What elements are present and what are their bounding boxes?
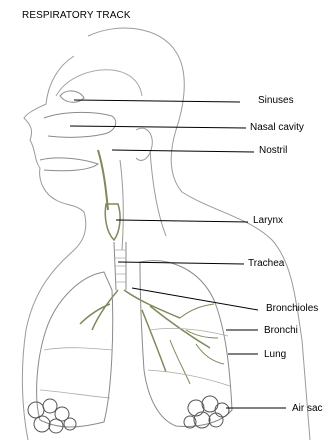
right-lung (140, 261, 232, 427)
skull-inner (56, 70, 142, 96)
neck-back (150, 150, 166, 236)
label-air-sac: Air sac (292, 403, 323, 415)
pharynx (98, 150, 108, 210)
air-sac-cluster-left (28, 399, 76, 433)
leader-nostril (112, 150, 254, 152)
label-nostril: Nostril (259, 145, 287, 157)
label-nasal-cavity: Nasal cavity (250, 122, 304, 134)
bronchi-right (124, 290, 210, 372)
leader-larynx (116, 220, 248, 222)
label-bronchioles: Bronchioles (266, 303, 318, 315)
leader-sinuses (74, 100, 240, 102)
body-outline (88, 28, 310, 440)
bronchioles (170, 304, 224, 384)
ear (136, 128, 152, 160)
air-sac-cluster-right (184, 396, 229, 428)
label-larynx: Larynx (253, 215, 283, 227)
mouth-shape (40, 158, 98, 171)
label-lung: Lung (264, 349, 286, 361)
nasal-cavity-shape (44, 112, 116, 137)
label-trachea: Trachea (248, 258, 284, 270)
leader-lines (70, 100, 286, 408)
esophagus (120, 160, 123, 250)
leader-trachea (118, 262, 244, 264)
leader-nasal-cavity (70, 126, 246, 128)
label-sinuses: Sinuses (258, 95, 294, 107)
head-outline (22, 56, 85, 440)
label-bronchi: Bronchi (264, 325, 298, 337)
left-lung-lobes (40, 348, 112, 398)
